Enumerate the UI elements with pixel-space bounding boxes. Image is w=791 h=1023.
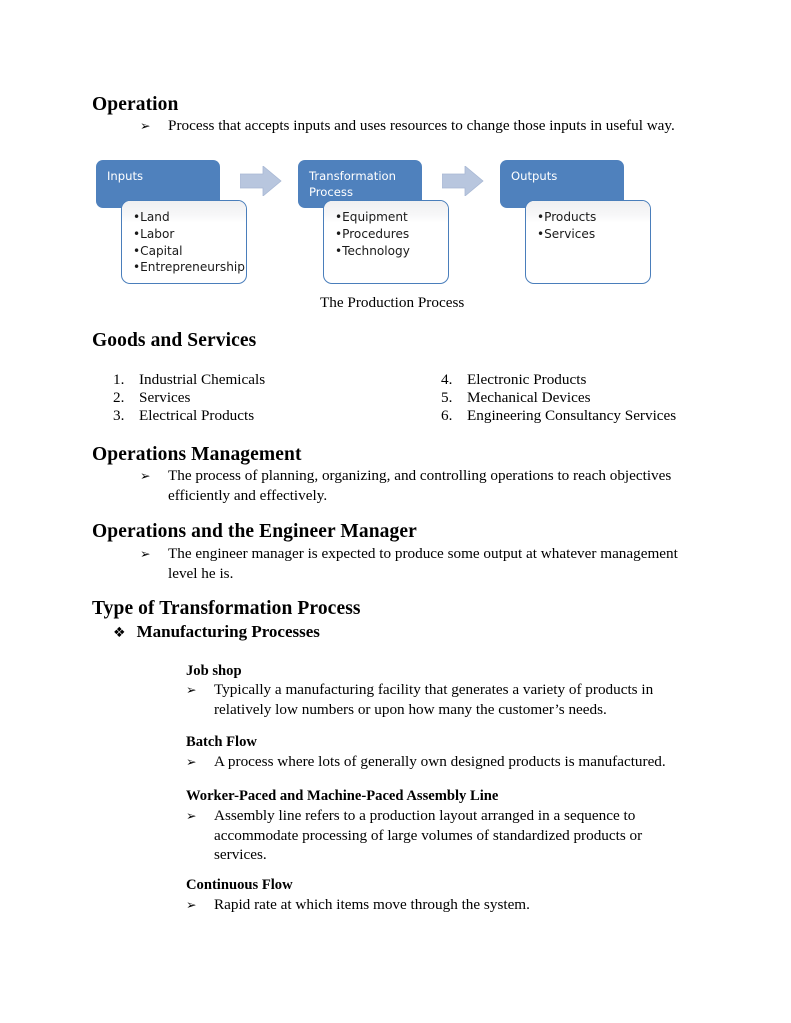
bullet-text: Rapid rate at which items move through t… xyxy=(214,896,530,913)
diagram-caption: The Production Process xyxy=(320,294,465,311)
arrow-bullet-icon: ➢ xyxy=(140,546,151,561)
list-number: 3. xyxy=(113,407,125,424)
heading-operations-management: Operations Management xyxy=(92,444,302,465)
diagram-item-list: •Equipment •Procedures •Technology xyxy=(324,201,448,259)
list-item: •Labor xyxy=(133,226,175,241)
bullet-continuous-flow: ➢ Rapid rate at which items move through… xyxy=(186,895,686,915)
bullet-text: Process that accepts inputs and uses res… xyxy=(168,117,675,134)
list-item: •Services xyxy=(537,226,596,241)
arrow-bullet-icon: ➢ xyxy=(140,468,151,483)
diamond-item-label: Manufacturing Processes xyxy=(136,622,320,641)
bullet-worker-paced: ➢ Assembly line refers to a production l… xyxy=(186,806,656,865)
list-number: 4. xyxy=(441,371,453,388)
list-item: 1. Industrial Chemicals xyxy=(113,371,265,389)
list-item: •Land xyxy=(133,210,170,224)
list-label: Electrical Products xyxy=(139,407,255,424)
heading-type-of-transformation-process: Type of Transformation Process xyxy=(92,598,361,619)
list-number: 6. xyxy=(441,407,453,424)
list-item: •Capital xyxy=(133,243,183,258)
list-number: 1. xyxy=(113,371,125,388)
list-item: 2. Services xyxy=(113,389,190,407)
heading-goods-and-services: Goods and Services xyxy=(92,330,257,351)
bullet-operations-management-1: ➢ The process of planning, organizing, a… xyxy=(140,466,688,505)
list-item: 3. Electrical Products xyxy=(113,407,254,425)
diagram-header-label: Inputs xyxy=(107,169,144,183)
diagram-body-inputs: •Land •Labor •Capital •Entrepreneurship xyxy=(121,200,247,284)
arrow-bullet-icon: ➢ xyxy=(186,808,197,823)
flow-arrow-icon xyxy=(442,166,484,196)
list-item: 5. Mechanical Devices xyxy=(441,389,591,407)
diagram-header-label-line2: Process xyxy=(309,184,353,199)
diagram-header-label: Transformation xyxy=(309,169,396,183)
heading-operations-and-the-engineer-manager: Operations and the Engineer Manager xyxy=(92,521,417,542)
list-label: Mechanical Devices xyxy=(467,389,591,406)
arrow-bullet-icon: ➢ xyxy=(186,897,197,912)
list-label: Engineering Consultancy Services xyxy=(467,407,677,424)
flow-arrow-icon xyxy=(240,166,282,196)
list-number: 2. xyxy=(113,389,125,406)
list-item: •Equipment xyxy=(335,210,408,224)
heading-operation: Operation xyxy=(92,94,179,115)
diamond-item-manufacturing-processes: ❖ Manufacturing Processes xyxy=(113,622,320,642)
list-label: Industrial Chemicals xyxy=(139,371,266,388)
subheading-continuous-flow: Continuous Flow xyxy=(186,877,293,893)
diagram-item-list: •Land •Labor •Capital •Entrepreneurship xyxy=(122,201,246,276)
list-item: •Procedures xyxy=(335,226,410,241)
bullet-text: The engineer manager is expected to prod… xyxy=(168,545,678,582)
list-label: Services xyxy=(139,389,191,406)
production-process-diagram: Inputs •Land •Labor •Capital •Entreprene… xyxy=(0,0,791,311)
diagram-body-transformation: •Equipment •Procedures •Technology xyxy=(323,200,449,284)
bullet-text: A process where lots of generally own de… xyxy=(214,753,666,770)
bullet-job-shop: ➢ Typically a manufacturing facility tha… xyxy=(186,680,671,719)
bullet-operation-1: ➢ Process that accepts inputs and uses r… xyxy=(140,116,692,136)
subheading-batch-flow: Batch Flow xyxy=(186,734,257,750)
diagram-item-list: •Products •Services xyxy=(526,201,650,243)
diagram-body-outputs: •Products •Services xyxy=(525,200,651,284)
arrow-bullet-icon: ➢ xyxy=(140,118,151,133)
subheading-worker-paced-assembly-line: Worker-Paced and Machine-Paced Assembly … xyxy=(186,788,499,804)
list-item: •Entrepreneurship xyxy=(133,260,245,275)
list-item: 6. Engineering Consultancy Services xyxy=(441,407,676,425)
bullet-engineer-manager-1: ➢ The engineer manager is expected to pr… xyxy=(140,544,692,583)
bullet-text: Typically a manufacturing facility that … xyxy=(214,681,654,718)
list-item: 4. Electronic Products xyxy=(441,371,586,389)
bullet-text: Assembly line refers to a production lay… xyxy=(214,807,643,864)
list-item: •Technology xyxy=(335,243,410,258)
list-label: Electronic Products xyxy=(467,371,587,388)
subheading-job-shop: Job shop xyxy=(186,663,242,679)
list-number: 5. xyxy=(441,389,453,406)
diamond-bullet-icon: ❖ xyxy=(113,625,126,641)
bullet-batch-flow: ➢ A process where lots of generally own … xyxy=(186,752,686,772)
list-item: •Products xyxy=(537,210,597,224)
bullet-text: The process of planning, organizing, and… xyxy=(168,467,672,504)
arrow-bullet-icon: ➢ xyxy=(186,682,197,697)
arrow-bullet-icon: ➢ xyxy=(186,754,197,769)
diagram-header-label: Outputs xyxy=(511,169,558,183)
